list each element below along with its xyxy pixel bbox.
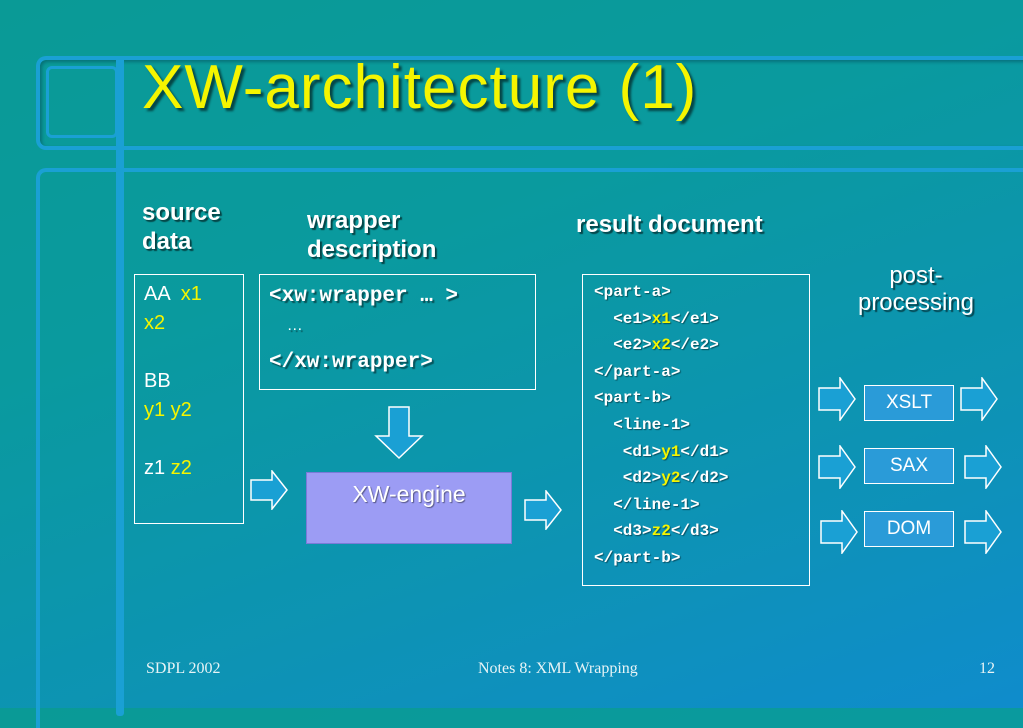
result-document-line: </line-1> bbox=[594, 495, 700, 514]
wrapper-close-tag: </xw:wrapper> bbox=[269, 351, 433, 374]
highlighted-value: x2 bbox=[144, 312, 166, 334]
right-arrow-icon bbox=[960, 377, 998, 421]
footer-center: Notes 8: XML Wrapping bbox=[478, 660, 638, 677]
corner-square bbox=[46, 66, 118, 138]
highlighted-value: x1 bbox=[180, 283, 202, 305]
source-data-label-line-1: source bbox=[142, 199, 221, 226]
wrapper-description-box: <xw:wrapper … > … </xw:wrapper> bbox=[259, 274, 536, 390]
slide-number: 12 bbox=[979, 660, 995, 677]
result-document-line: <d2>y2</d2> bbox=[594, 469, 729, 488]
right-arrow-icon bbox=[250, 470, 288, 510]
highlighted-value: z2 bbox=[170, 457, 192, 479]
post-processing-label-line-1: post- bbox=[889, 262, 943, 289]
right-arrow-icon bbox=[964, 445, 1002, 489]
wrapper-description-label-line-1: wrapper bbox=[307, 207, 401, 234]
xml-text: </e1> bbox=[670, 309, 719, 328]
result-document-line: </part-b> bbox=[594, 549, 680, 567]
right-arrow-icon bbox=[524, 490, 562, 530]
sax-box: SAX bbox=[864, 448, 954, 484]
result-document-line: <d3>z2</d3> bbox=[594, 522, 719, 540]
post-processing-label-line-2: processing bbox=[857, 289, 975, 316]
right-arrow-icon bbox=[820, 510, 858, 554]
highlighted-value: y2 bbox=[661, 469, 681, 488]
wrapper-ellipsis: … bbox=[269, 317, 303, 334]
source-data-line: AA x1 bbox=[144, 283, 202, 306]
xml-text: </d2> bbox=[680, 469, 729, 488]
source-data-line: z1 z2 bbox=[144, 457, 192, 480]
source-data-label-line-2: data bbox=[142, 228, 192, 255]
highlighted-value: x2 bbox=[651, 336, 671, 355]
wrapper-description-label: wrapper description bbox=[307, 206, 436, 264]
result-document-box: <part-a> <e1>x1</e1> <e2>x2</e2> </part-a… bbox=[582, 274, 810, 586]
result-document-line: <line-1> bbox=[594, 416, 690, 434]
result-document-line: <e1>x1</e1> bbox=[594, 310, 719, 328]
highlighted-value: y1 y2 bbox=[144, 399, 192, 421]
content-frame bbox=[36, 168, 1023, 728]
xslt-box: XSLT bbox=[864, 385, 954, 421]
vertical-bar bbox=[116, 56, 124, 716]
post-processing-label: post- processing bbox=[846, 262, 986, 316]
result-document-line: <d1>y1</d1> bbox=[594, 442, 729, 461]
xml-text: <e2> bbox=[594, 336, 652, 355]
source-text: AA bbox=[144, 283, 181, 305]
right-arrow-icon bbox=[818, 445, 856, 489]
down-arrow-icon bbox=[374, 406, 424, 460]
xml-text: </part-a> bbox=[594, 362, 681, 381]
right-arrow-icon bbox=[818, 377, 856, 421]
result-document-line: </part-a> bbox=[594, 363, 680, 381]
xml-text: </part-b> bbox=[594, 549, 681, 567]
result-document-line: <part-b> bbox=[594, 389, 671, 407]
result-document-line: <part-a> bbox=[594, 283, 671, 301]
slide-title: XW-architecture (1) bbox=[142, 53, 698, 122]
xml-text: <part-a> bbox=[594, 283, 671, 301]
wrapper-description-label-line-2: description bbox=[307, 236, 437, 263]
source-text: BB bbox=[144, 370, 171, 392]
source-data-line: BB bbox=[144, 370, 171, 393]
highlighted-value: z2 bbox=[651, 522, 671, 541]
dom-box: DOM bbox=[864, 511, 954, 547]
title-frame bbox=[36, 56, 1023, 150]
xml-text: <d1> bbox=[594, 442, 662, 461]
source-data-label: source data bbox=[142, 198, 221, 256]
xml-text: </d3> bbox=[670, 522, 719, 541]
xml-text: <d3> bbox=[594, 522, 652, 541]
xml-text: <e1> bbox=[594, 309, 652, 328]
xml-text: <part-b> bbox=[594, 389, 671, 408]
xw-engine-box: XW-engine bbox=[306, 472, 512, 544]
highlighted-value: y1 bbox=[661, 442, 681, 461]
xml-text: <line-1> bbox=[594, 416, 691, 434]
result-document-label: result document bbox=[576, 211, 763, 238]
wrapper-open-tag: <xw:wrapper … > bbox=[269, 285, 459, 308]
source-text: z1 bbox=[144, 457, 171, 479]
xml-text: </e2> bbox=[670, 336, 719, 355]
source-data-line: y1 y2 bbox=[144, 399, 192, 422]
source-data-line: x2 bbox=[144, 312, 165, 335]
highlighted-value: x1 bbox=[651, 309, 671, 328]
xml-text: <d2> bbox=[594, 469, 662, 488]
result-document-line: <e2>x2</e2> bbox=[594, 336, 719, 354]
right-arrow-icon bbox=[964, 510, 1002, 554]
xml-text: </d1> bbox=[680, 442, 729, 461]
xml-text: </line-1> bbox=[594, 495, 700, 514]
footer-left: SDPL 2002 bbox=[146, 660, 221, 677]
